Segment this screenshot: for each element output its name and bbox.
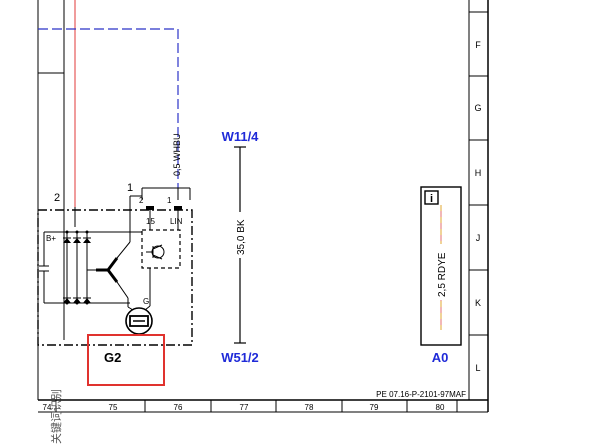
column-label-75: 75 [109,403,118,412]
info-icon-letter: i [430,193,433,205]
row-label-f: F [475,40,481,50]
row-label-h: H [475,168,482,178]
pin-1-label: 1 [127,182,133,194]
wire-label-bk: 35,0 BK [236,219,247,255]
info-box [420,186,462,346]
blue-dashed-wire [38,28,179,188]
wire-label-rdye: 2,5 RDYE [437,252,448,297]
sheet-frame [37,0,489,413]
margin-text: 关键词识别 [49,389,63,444]
row-label-k: K [475,298,481,308]
stator-winding-icon [87,232,131,299]
row-label-g: G [474,103,481,113]
connector-w51-2: W51/2 [221,350,259,365]
pin-2-label: 2 [54,192,60,204]
column-label-78: 78 [305,403,314,412]
regulator-transistor-icon [151,245,165,259]
regulator-box [141,229,181,269]
terminal-b-plus-label: B+ [46,234,56,243]
alternator-enclosure [37,209,193,346]
column-label-80: 80 [436,403,445,412]
terminal-g-label: G [143,297,149,306]
row-label-j: J [476,233,481,243]
column-label-79: 79 [370,403,379,412]
capacitor-icon [39,231,64,304]
component-label-g2: G2 [104,350,121,365]
ground-point-a0: A0 [432,350,449,365]
info-icon [424,190,439,205]
rectifier-diodes-top [63,237,91,243]
column-label-74: 74 [43,403,52,412]
wire-label-whbu: 0,5 WHBU [172,133,182,176]
pin-2-small-label: 2 [139,196,144,205]
highlight-box [87,334,165,386]
column-label-76: 76 [174,403,183,412]
column-label-77: 77 [240,403,249,412]
connector-w11-4: W11/4 [222,129,260,144]
document-code: PE 07.16-P-2101-97MAF [376,390,466,399]
pin-lin-label: LIN [170,217,183,226]
pin-15-label: 15 [146,217,155,226]
row-label-l: L [475,363,480,373]
rectifier-diodes-bottom [63,297,91,303]
pin-1-small-label: 1 [167,196,172,205]
